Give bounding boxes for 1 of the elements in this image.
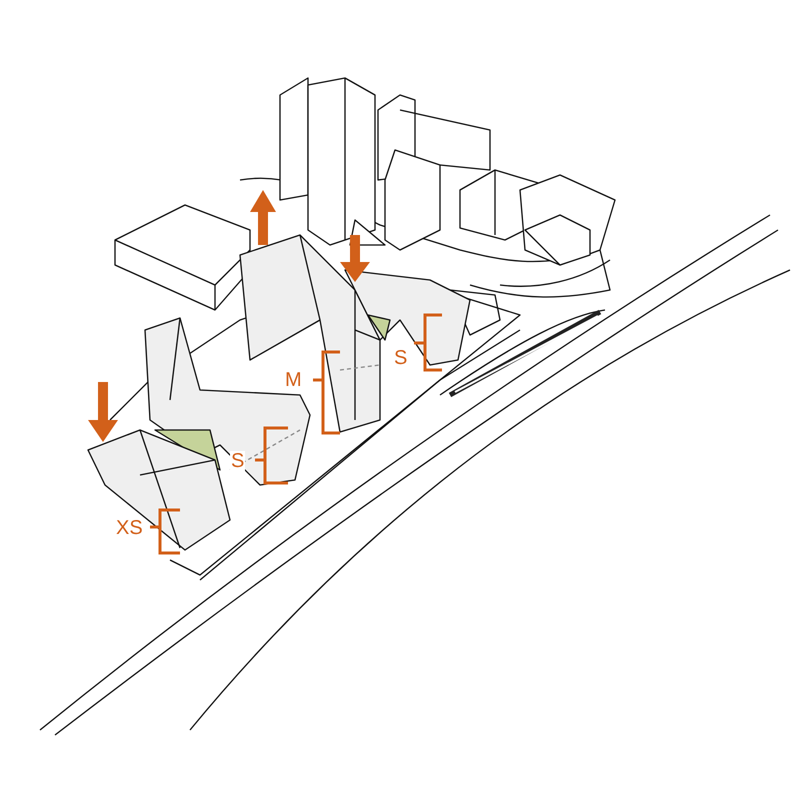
size-label: S: [230, 451, 246, 471]
